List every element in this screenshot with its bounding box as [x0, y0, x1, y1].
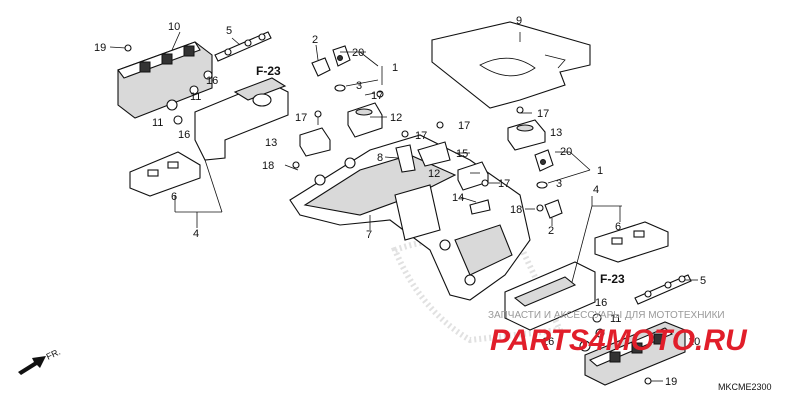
front-arrow — [18, 356, 46, 375]
callout-11-b: 11 — [152, 117, 163, 129]
callout-2-right: 2 — [548, 225, 554, 237]
part-rubber-mount-13-right — [507, 119, 546, 151]
callout-10-top: 10 — [168, 21, 180, 33]
watermark-wing — [391, 235, 565, 344]
part-oring-3-left — [334, 84, 346, 92]
part-cylinder-head-cover-left — [117, 41, 213, 119]
callout-14: 14 — [452, 192, 464, 204]
watermark-text: ЗАПЧАСТИ И АКСЕССУАРЫ ДЛЯ МОТОТЕХНИКИ — [488, 310, 725, 321]
part-intake-shroud-left — [194, 77, 289, 161]
part-cylinder-head-cover-right — [584, 321, 686, 386]
callout-3-top: 3 — [356, 80, 362, 92]
cross-ref-left: F-23 — [256, 64, 281, 78]
diagram-code: MKCME2300 — [718, 382, 772, 392]
part-heat-shield — [431, 21, 591, 109]
part-fuel-rail-right — [634, 274, 692, 305]
part-sensor-2-right — [544, 199, 563, 219]
front-label: FR. — [45, 347, 62, 362]
callout-2-top: 2 — [312, 34, 318, 46]
part-sensor-20-left — [332, 45, 351, 67]
part-sensor-20-right — [534, 149, 554, 172]
callout-17-c: 17 — [415, 130, 427, 142]
callout-20-top: 20 — [352, 47, 364, 59]
callout-1-right: 1 — [597, 165, 603, 177]
callout-16-c: 16 — [595, 297, 607, 309]
part-gasket-left — [129, 151, 201, 197]
callout-4-right: 4 — [593, 184, 599, 196]
part-bracket-8 — [395, 144, 416, 173]
callout-17-b: 17 — [295, 112, 307, 124]
callout-6-left: 6 — [171, 191, 177, 203]
part-sensor-2-left — [311, 57, 331, 77]
part-bracket-15 — [417, 141, 451, 167]
callout-4-left: 4 — [193, 228, 199, 240]
callout-17-e: 17 — [458, 120, 470, 132]
callout-13-right: 13 — [550, 127, 562, 139]
callout-19-top: 19 — [94, 42, 106, 54]
callout-17-d: 17 — [537, 108, 549, 120]
cross-ref-right: F-23 — [600, 272, 625, 286]
callout-5-right: 5 — [700, 275, 706, 287]
callout-18-left: 18 — [262, 160, 274, 172]
callout-17-a: 17 — [371, 90, 383, 102]
part-fuel-rail-left — [214, 31, 272, 62]
callout-20-right: 20 — [560, 146, 572, 158]
part-rubber-mount-13-left — [299, 127, 331, 157]
part-bolt-19-left — [109, 44, 132, 52]
callout-17-f: 17 — [498, 178, 510, 190]
watermark-logo: PARTS4MOTO.RU — [490, 324, 748, 357]
part-oring-3-right — [536, 181, 548, 189]
callout-1-top: 1 — [392, 62, 398, 74]
callout-7: 7 — [366, 229, 372, 241]
callout-11-a: 11 — [190, 91, 201, 103]
callout-9: 9 — [516, 15, 522, 27]
callout-12-right: 12 — [428, 168, 440, 180]
callout-8: 8 — [377, 152, 383, 164]
part-washers-left — [166, 70, 213, 125]
part-washers-right — [579, 313, 605, 352]
callout-11-c: 11 — [610, 313, 621, 325]
part-clip-14 — [469, 199, 491, 215]
callout-3-right: 3 — [556, 178, 562, 190]
callout-6-right: 6 — [615, 221, 621, 233]
callout-16-d: 16 — [542, 336, 554, 348]
callout-labels: 10 5 19 16 11 11 16 6 4 2 20 1 3 17 12 1… — [94, 15, 706, 388]
callout-16-a: 16 — [206, 75, 218, 87]
callout-12-left: 12 — [390, 112, 402, 124]
leader-lines — [171, 31, 698, 283]
callout-5-top: 5 — [226, 25, 232, 37]
part-bolt-19-right — [644, 377, 663, 385]
part-gasket-right — [594, 221, 669, 263]
callout-13-left: 13 — [265, 137, 277, 149]
callout-16-b: 16 — [178, 129, 190, 141]
callout-15: 15 — [456, 148, 468, 160]
callout-19-bottom: 19 — [665, 376, 677, 388]
bolts-17-18 — [292, 90, 544, 212]
callout-10-bottom: 10 — [688, 336, 700, 348]
part-rubber-mount-12-left — [347, 102, 383, 138]
callout-18-right: 18 — [510, 204, 522, 216]
